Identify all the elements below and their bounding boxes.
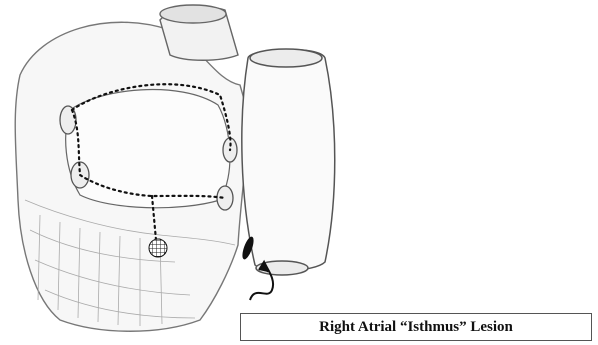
lesion-label-box: Right Atrial “Isthmus” Lesion [240, 313, 592, 341]
right-atrium [242, 49, 335, 275]
left-atrium [66, 90, 230, 208]
lesion-marker [149, 239, 167, 257]
aorta [160, 5, 238, 60]
lesion-label: Right Atrial “Isthmus” Lesion [319, 319, 513, 336]
